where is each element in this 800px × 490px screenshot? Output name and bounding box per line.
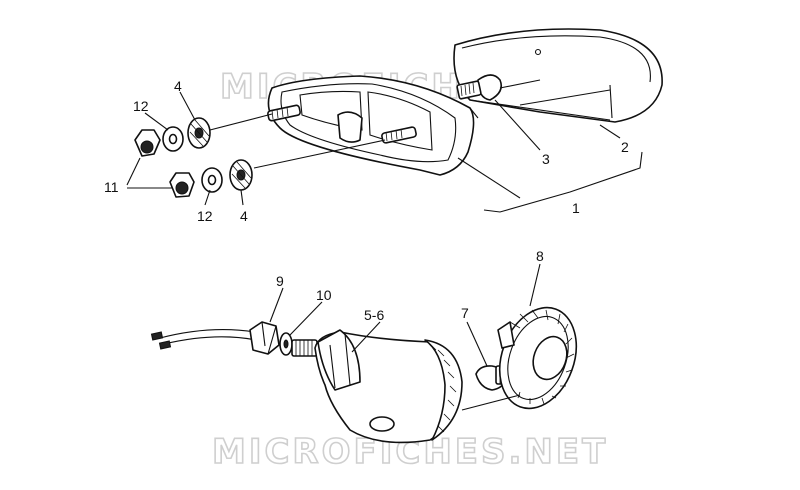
- washer-4-lower: [229, 159, 253, 191]
- callout-8: 8: [536, 248, 544, 264]
- leader-11-upper: [126, 157, 141, 186]
- callout-3: 3: [542, 151, 550, 167]
- callout-12-upper: 12: [133, 98, 149, 114]
- flat-washer-12-upper: [162, 126, 184, 152]
- washer-10: [279, 332, 293, 356]
- leader-2: [599, 124, 621, 139]
- callout-5-6: 5-6: [364, 307, 384, 323]
- housing-stud-lower: [381, 126, 417, 144]
- nut-11-lower: [169, 172, 195, 198]
- leader-12a: [144, 112, 169, 131]
- callout-1: 1: [572, 200, 580, 216]
- callout-4-lower: 4: [240, 208, 248, 224]
- turn-signal-wire: [150, 329, 257, 350]
- tail-light-bulb: [456, 74, 503, 101]
- callout-10: 10: [316, 287, 332, 303]
- tail-light-housing: [267, 75, 479, 176]
- washer-4-upper: [187, 117, 211, 149]
- turn-signal-base: [497, 306, 578, 410]
- leader-1-housing: [457, 157, 521, 199]
- callout-11: 11: [104, 179, 119, 195]
- turn-signal-body: [314, 329, 463, 444]
- callout-12-lower: 12: [197, 208, 213, 224]
- flat-washer-12-lower: [201, 167, 223, 193]
- nut-9: [249, 321, 280, 355]
- leader-10: [289, 301, 323, 336]
- leader-5-6: [351, 321, 381, 353]
- callout-7: 7: [461, 305, 469, 321]
- leader-7: [466, 321, 488, 367]
- leader-9: [269, 287, 284, 323]
- leader-3: [494, 99, 541, 151]
- leader-4b: [240, 189, 244, 206]
- bracket-1: [483, 151, 643, 213]
- leader-8: [529, 263, 541, 307]
- turn-signal-stem: [291, 339, 318, 357]
- callout-9: 9: [276, 273, 284, 289]
- callout-2: 2: [621, 139, 629, 155]
- housing-stud-upper: [267, 104, 301, 122]
- nut-11-upper: [134, 129, 161, 157]
- leader-12b: [204, 189, 211, 206]
- leader-4a: [179, 91, 196, 121]
- callout-4-upper: 4: [174, 78, 182, 94]
